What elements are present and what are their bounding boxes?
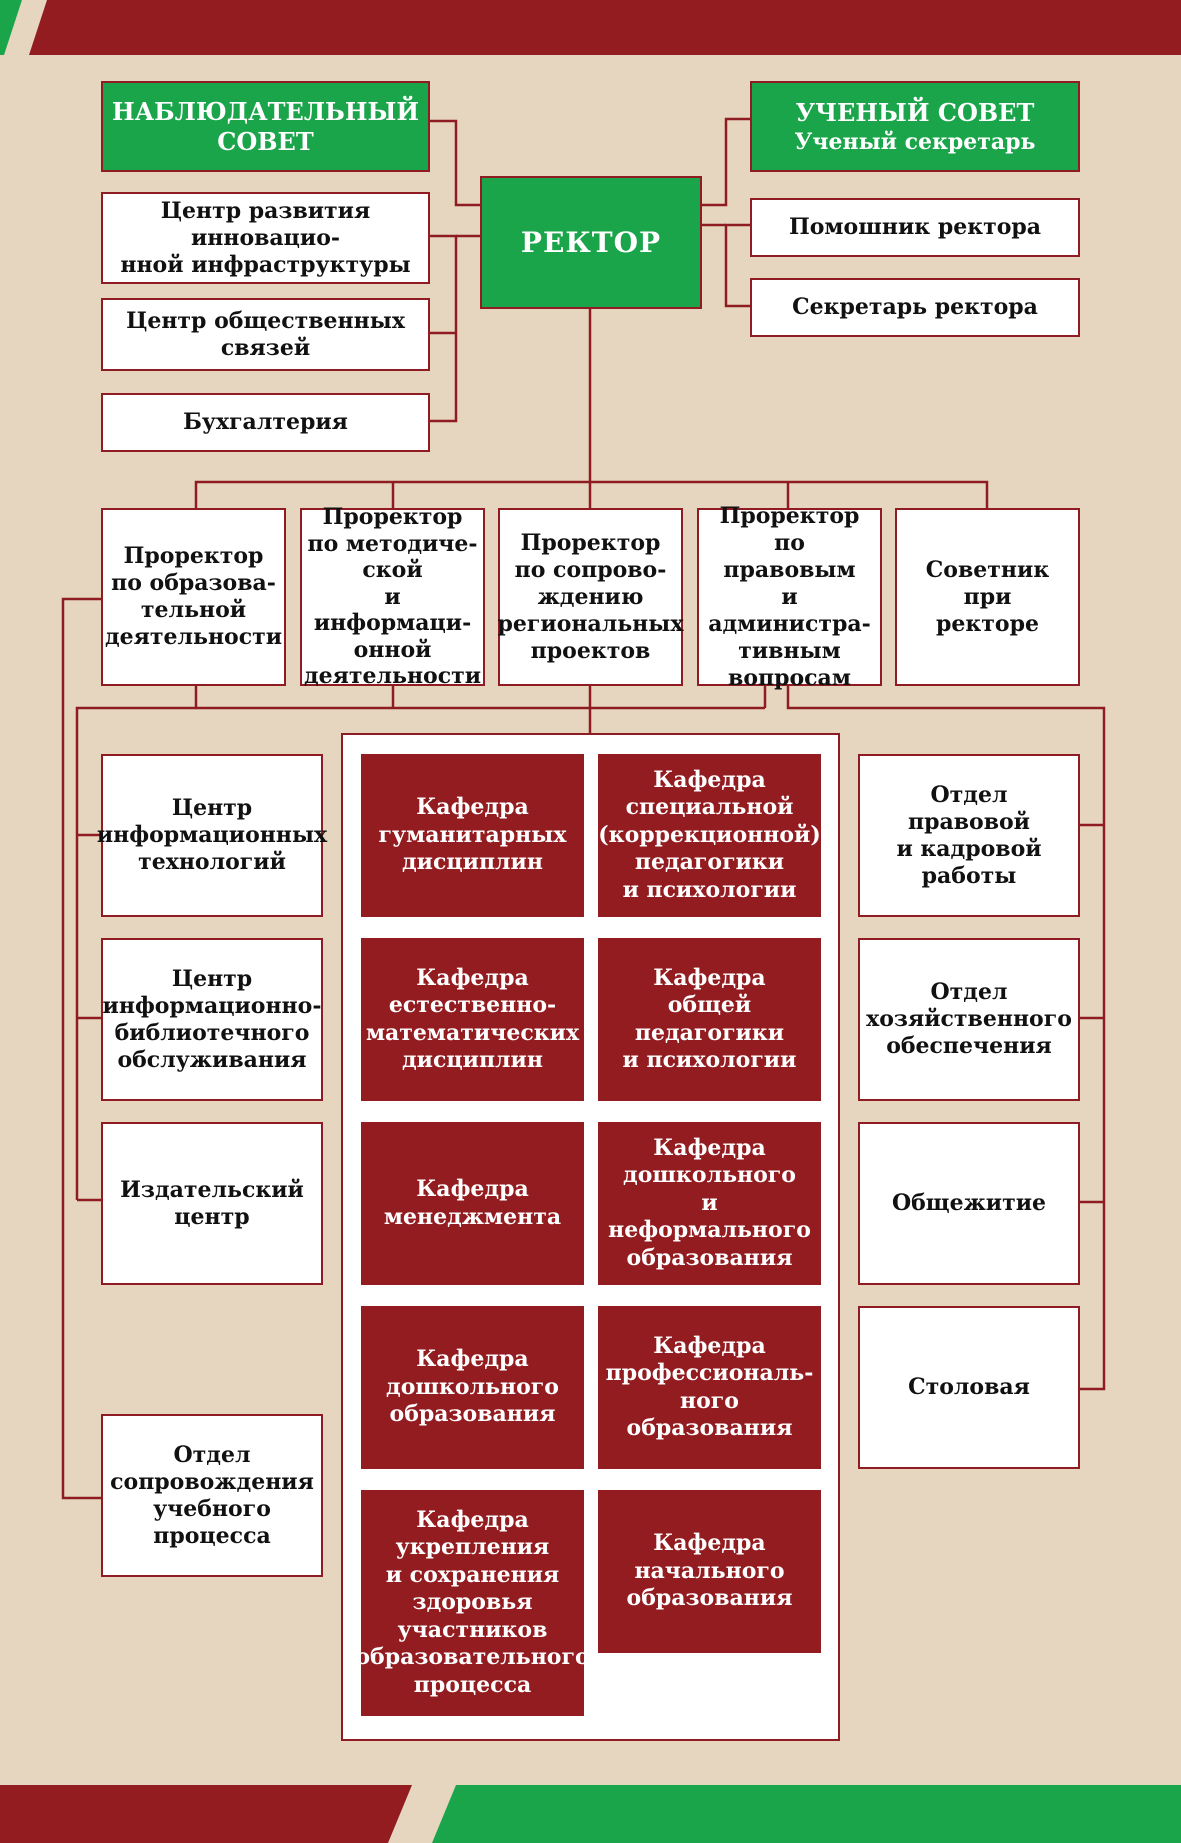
rector-assistant-box: Помошник ректора [750, 198, 1080, 257]
connector-vr-bus [194, 480, 989, 508]
dept-health: Кафедра укрепления и сохранения здоровья… [355, 1490, 590, 1716]
dept-general-pedagogy: Кафедра общей педагогики и психологии [598, 938, 821, 1101]
library-center-box: Центр информационно- библиотечного обслу… [101, 938, 323, 1101]
rector-advisor-box: Советник при ректоре [895, 508, 1080, 686]
connector-supervisory [430, 119, 480, 207]
academic-support-box: Отдел сопровождения учебного процесса [101, 1414, 323, 1577]
academic-secretary-label: Ученый секретарь [794, 128, 1036, 155]
bottom-green-band [432, 1785, 1181, 1843]
canteen-box: Столовая [858, 1306, 1080, 1469]
top-red-band [29, 0, 1181, 55]
top-green-stripe [0, 0, 22, 55]
dept-management: Кафедра менеджмента [361, 1122, 584, 1285]
it-center-box: Центр информационных технологий [97, 754, 327, 917]
connector-left-rail [61, 597, 101, 1500]
vice-rector-regional-box: Проректор по сопрово- ждению региональны… [498, 508, 683, 686]
connector-lower-bus [75, 686, 198, 1200]
public-relations-box: Центр общественных связей [101, 298, 430, 371]
dept-primary: Кафедра начального образования [598, 1490, 821, 1653]
rector-box: РЕКТОР [480, 176, 702, 309]
dept-special-pedagogy: Кафедра специальной (коррекционной) педа… [598, 754, 821, 917]
dept-preschool-informal: Кафедра дошкольного и неформального обра… [598, 1122, 821, 1285]
vice-rector-methodical-box: Проректор по методиче- ской и информаци-… [300, 504, 485, 689]
connector-left-units [430, 234, 458, 423]
maintenance-box: Отдел хозяйственного обеспечения [858, 938, 1080, 1101]
dept-preschool: Кафедра дошкольного образования [361, 1306, 584, 1469]
bottom-red-band [0, 1785, 412, 1843]
connector-right-bus [786, 686, 1106, 1391]
supervisory-board-box: НАБЛЮДАТЕЛЬНЫЙ СОВЕТ [101, 81, 430, 172]
dormitory-box: Общежитие [858, 1122, 1080, 1285]
publishing-center-box: Издательский центр [101, 1122, 323, 1285]
innovation-center-box: Центр развития инновацио- нной инфрастру… [101, 192, 430, 284]
academic-council-title: УЧЕНЫЙ СОВЕТ [795, 97, 1035, 127]
legal-hr-box: Отдел правовой и кадровой работы [858, 754, 1080, 917]
rector-secretary-box: Секретарь ректора [750, 278, 1080, 337]
connector-right-units [724, 223, 750, 308]
connector-academic [702, 117, 750, 207]
vice-rector-legal-box: Проректор по правовым и администра- тивн… [697, 503, 882, 691]
accounting-box: Бухгалтерия [101, 393, 430, 452]
dept-natural-math: Кафедра естественно- математических дисц… [361, 938, 584, 1101]
academic-council-box: УЧЕНЫЙ СОВЕТ Ученый секретарь [750, 81, 1080, 172]
vice-rector-education-box: Проректор по образова- тельной деятельно… [101, 508, 286, 686]
dept-humanities: Кафедра гуманитарных дисциплин [361, 754, 584, 917]
dept-professional: Кафедра профессиональ- ного образования [598, 1306, 821, 1469]
